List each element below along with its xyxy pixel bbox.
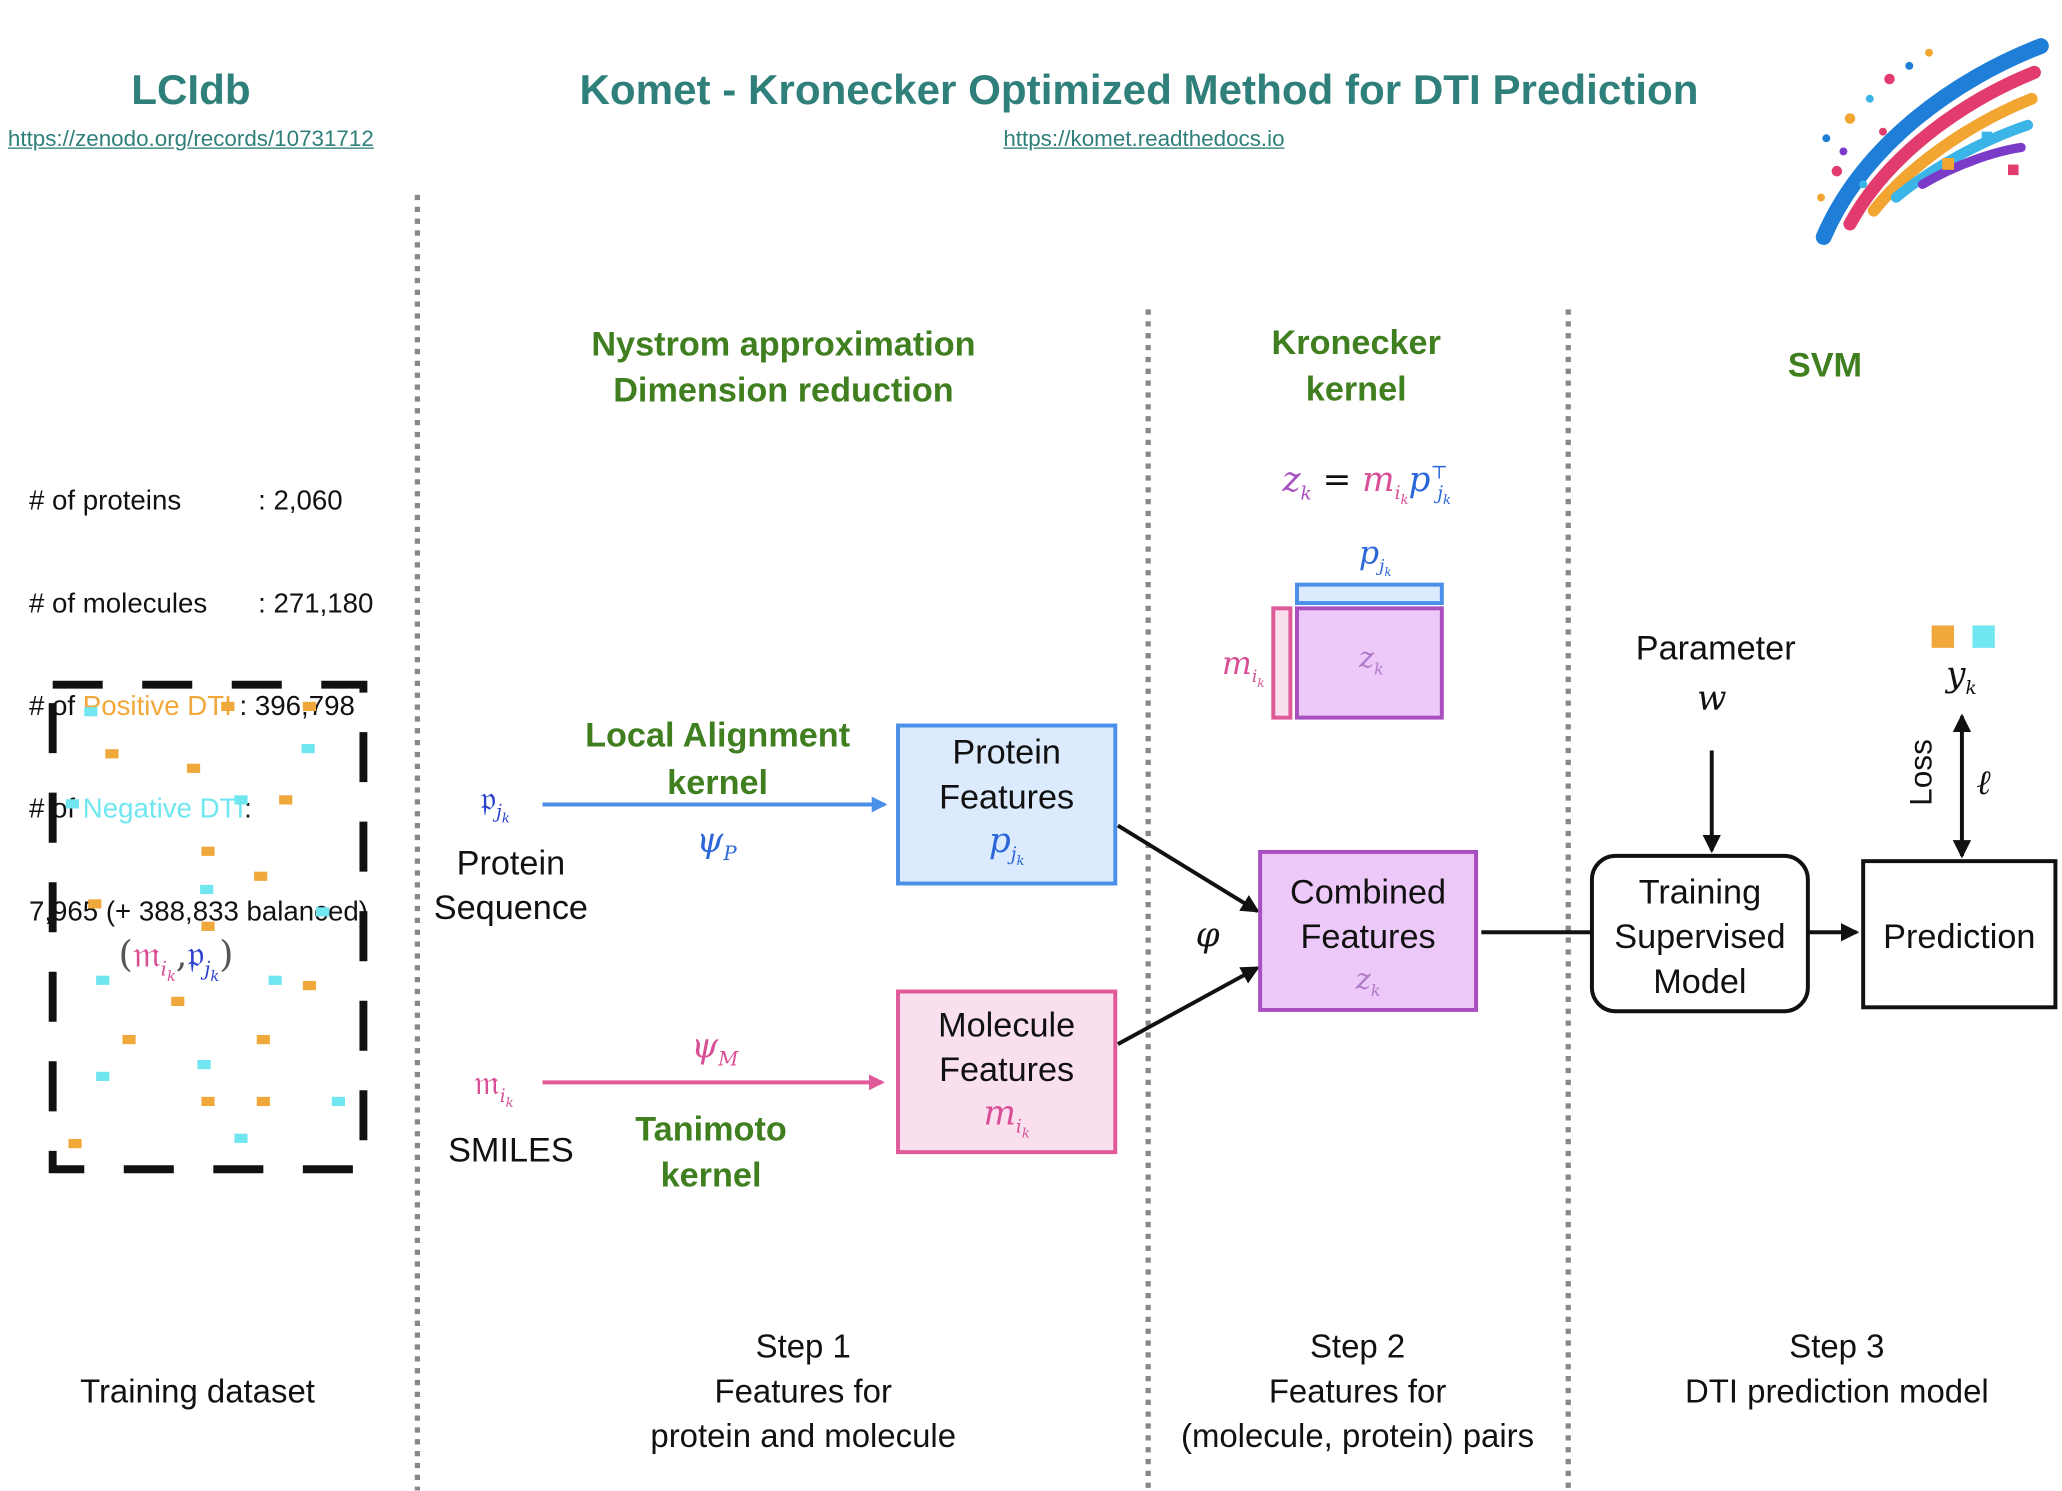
protein-input-symbol: 𝔭jk (480, 779, 510, 827)
step3-caption: Step 3 DTI prediction model (1684, 1328, 1989, 1411)
psi-m-symbol: ψM (691, 1027, 739, 1071)
dataset-title: LCIdb (131, 65, 251, 114)
step2-heading: Kronecker kernel (1271, 322, 1441, 409)
parameter-symbol: w (1697, 679, 1727, 719)
kronecker-z-matrix (1295, 606, 1444, 720)
page-title: Komet - Kronecker Optimized Method for D… (579, 65, 1699, 114)
step1-caption: Step 1 Features for protein and molecule (650, 1328, 957, 1455)
kronecker-z-label: zk (1358, 642, 1384, 679)
stat-proteins: # of proteins: 2,060 (28, 485, 343, 517)
prediction-text: Prediction (1883, 916, 2036, 956)
molecule-input-label: SMILES (448, 1129, 574, 1170)
phi-symbol: φ (1195, 916, 1220, 956)
kronecker-m-label: mik (1221, 645, 1265, 691)
docs-link[interactable]: https://komet.readthedocs.io (1003, 126, 1285, 152)
combined-features-text: Combined Features zk (1290, 871, 1447, 1000)
loss-label: Loss (1903, 739, 1940, 806)
label-negative-square (1972, 625, 1995, 648)
label-positive-square (1931, 625, 1955, 648)
stat-molecules: # of molecules: 271,180 (28, 588, 374, 619)
protein-input-label: Protein Sequence (433, 842, 588, 927)
phi-arrow-bottom (1116, 966, 1260, 1046)
y-label: yk (1946, 655, 1977, 700)
phi-arrow-top (1116, 823, 1260, 913)
psi-p-symbol: ψP (696, 821, 737, 866)
protein-kernel-label: Local Alignment kernel (585, 714, 851, 802)
step2-caption: Step 2 Features for (molecule, protein) … (1180, 1328, 1535, 1455)
protein-features-text: Protein Features pjk (939, 732, 1075, 870)
molecule-features-box (896, 989, 1118, 1155)
training-model-text: Training Supervised Model (1614, 871, 1786, 1001)
training-dataset-caption: Training dataset (80, 1373, 315, 1411)
molecule-features-text: Molecule Features mik (938, 1004, 1076, 1142)
dataset-points (65, 701, 345, 1149)
dataset-stats: # of proteins: 2,060 # of molecules: 271… (29, 416, 373, 998)
dataset-link[interactable]: https://zenodo.org/records/10731712 (7, 126, 374, 152)
dataset-pair-symbol: (𝔪ik,𝔭jk) (118, 932, 234, 985)
stat-positive: # of Positive DTI : 396,798 (28, 691, 355, 722)
loss-symbol: ℓ (1976, 763, 1991, 804)
combined-features-box (1258, 849, 1479, 1012)
step1-heading: Nystrom approximation Dimension reductio… (591, 323, 976, 410)
kronecker-formula: zk = mikp⊤jk (1282, 460, 1451, 509)
protein-features-box (896, 723, 1118, 886)
training-dataset-box (48, 680, 368, 1174)
molecule-input-symbol: 𝔪ik (474, 1063, 514, 1112)
kronecker-m-bar (1271, 606, 1293, 720)
molecule-kernel-label: Tanimoto kernel (635, 1108, 787, 1195)
kronecker-p-label: pjk (1358, 534, 1392, 580)
parameter-label: Parameter (1635, 628, 1796, 668)
stat-negative-value: 7,965 (+ 388,833 balanced) (28, 896, 368, 927)
training-model-box (1589, 853, 1810, 1014)
prediction-box (1861, 859, 2058, 1010)
step3-heading: SVM (1787, 344, 1863, 385)
kronecker-p-bar (1295, 582, 1444, 606)
